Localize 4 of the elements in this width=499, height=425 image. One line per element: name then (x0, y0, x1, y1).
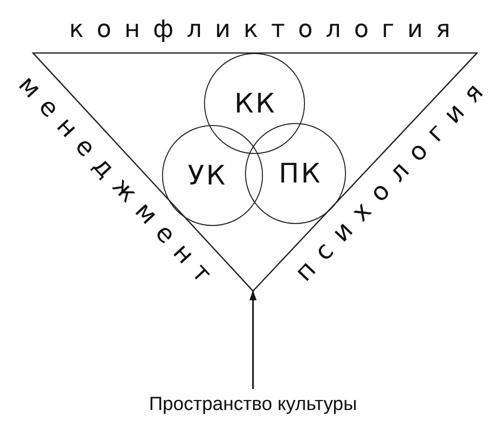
arrow (249, 290, 257, 389)
top-side-label: конфликтология (68, 17, 464, 41)
circle-label: КК (233, 90, 277, 117)
caption-text: Пространство культуры (148, 394, 358, 416)
